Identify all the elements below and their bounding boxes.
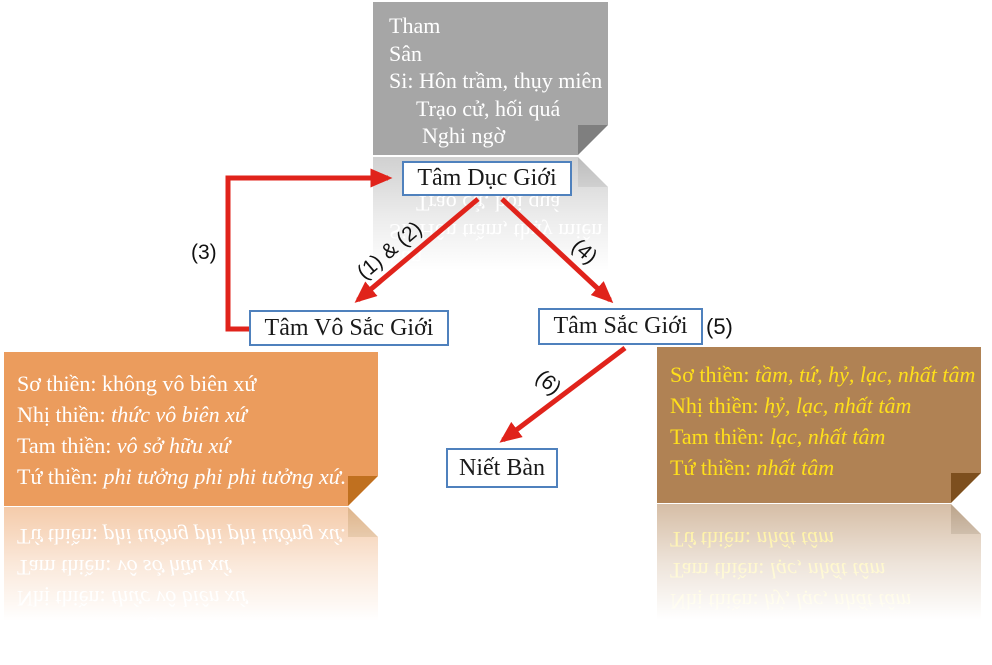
node-tam-duc-gioi: Tâm Dục Giới bbox=[402, 161, 572, 196]
note-line-label: Tứ thiền: bbox=[17, 464, 104, 489]
node-tam-sac-gioi: Tâm Sắc Giới bbox=[538, 308, 703, 345]
reflection-fade bbox=[4, 507, 378, 661]
edge-label-5: (5) bbox=[706, 314, 733, 339]
note-line-value: lạc, nhất tâm bbox=[769, 424, 886, 449]
note-line: Nghi ngờ bbox=[422, 123, 506, 148]
note-line-value: vô sở hữu xứ bbox=[116, 433, 231, 458]
note-line-value: không vô biên xứ bbox=[101, 371, 257, 396]
note-line-label: Nhị thiền: bbox=[670, 393, 765, 418]
folded-corner bbox=[578, 125, 608, 155]
note-line-label: Sơ thiền: bbox=[17, 371, 102, 396]
note-line-label: Tam thiền: bbox=[17, 433, 117, 458]
arrow-3-vo-sac-to-duc-gioi bbox=[225, 168, 393, 332]
node-niet-ban: Niết Bàn bbox=[446, 448, 558, 488]
note-line: Nhị thiền: thức vô biên xứ bbox=[17, 399, 370, 430]
note-line-value: phi tưởng phi phi tưởng xứ. bbox=[103, 464, 347, 489]
note-line-label: Sơ thiền: bbox=[670, 362, 755, 387]
reflection-fade bbox=[657, 504, 981, 660]
note-line-label: Nhị thiền: bbox=[17, 402, 112, 427]
note-line: Si: Hôn trầm, thụy miên bbox=[389, 68, 603, 93]
node-label: Tâm Vô Sắc Giới bbox=[264, 314, 434, 341]
edge-label-6: (6) bbox=[531, 365, 566, 400]
note-line-value: nhất tâm bbox=[756, 455, 835, 480]
note-line: Tham bbox=[389, 13, 441, 38]
note-line-value: hỷ, lạc, nhất tâm bbox=[764, 393, 912, 418]
note-line-label: Tam thiền: bbox=[670, 424, 770, 449]
note-line: Sân bbox=[389, 40, 422, 66]
note-line: Nhị thiền: hỷ, lạc, nhất tâm bbox=[670, 390, 973, 421]
note-line: Trạo cử, hối quá bbox=[416, 95, 561, 121]
edge-label-3: (3) bbox=[191, 241, 217, 264]
node-tam-vo-sac-gioi: Tâm Vô Sắc Giới bbox=[249, 310, 449, 346]
note-line: Sơ thiền: không vô biên xứ bbox=[17, 368, 370, 399]
note-line-value: tầm, tứ, hỷ, lạc, nhất tâm bbox=[754, 362, 976, 387]
note-line: Tứ thiền: phi tưởng phi phi tưởng xứ. bbox=[17, 461, 370, 492]
note-line: Tam thiền: vô sở hữu xứ bbox=[17, 430, 370, 461]
note-line: Tứ thiền: nhất tâm bbox=[670, 452, 973, 483]
folded-corner bbox=[348, 476, 378, 506]
node-label: Tâm Sắc Giới bbox=[553, 313, 688, 339]
note-line-label: Tứ thiền: bbox=[670, 455, 757, 480]
brown-note-reflection: Sơ thiền: tầm, tứ, hỷ, lạc, nhất tâmNhị … bbox=[657, 504, 981, 660]
note-line: Sơ thiền: tầm, tứ, hỷ, lạc, nhất tâm bbox=[670, 359, 973, 390]
note-line-value: thức vô biên xứ bbox=[111, 402, 247, 427]
folded-corner bbox=[951, 473, 981, 503]
note-line: Tam thiền: lạc, nhất tâm bbox=[670, 421, 973, 452]
node-label: Niết Bàn bbox=[459, 454, 545, 481]
node-label: Tâm Dục Giới bbox=[417, 165, 557, 191]
